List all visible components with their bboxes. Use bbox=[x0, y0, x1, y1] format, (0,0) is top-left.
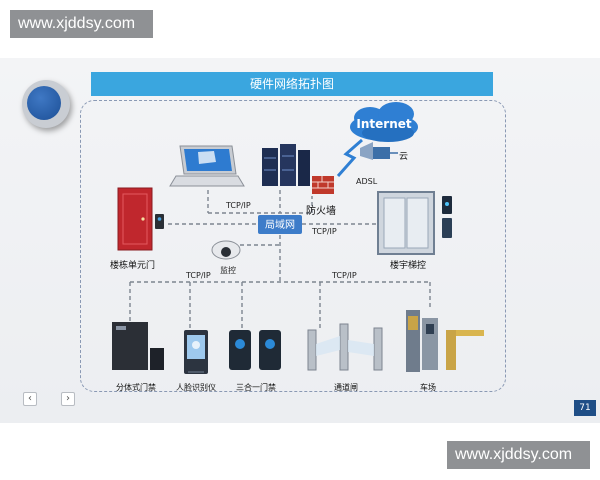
company-logo bbox=[22, 80, 72, 130]
link-label-right-bottom: TCP/IP bbox=[331, 271, 357, 280]
split-access-controller-icon bbox=[112, 322, 164, 370]
elevator-label: 楼宇梯控 bbox=[390, 259, 426, 271]
link-label-top: TCP/IP bbox=[225, 201, 251, 210]
watermark-bottom: www.xjddsy.com bbox=[447, 441, 590, 469]
firewall-icon bbox=[312, 176, 334, 194]
previous-slide-button[interactable]: ‹ bbox=[23, 392, 37, 406]
slide-title: 硬件网络拓扑图 bbox=[91, 72, 493, 96]
parking-barrier-icon bbox=[406, 310, 484, 372]
page-number-badge: 71 bbox=[574, 400, 596, 416]
cloud-label: Internet bbox=[356, 117, 411, 131]
building-door-icon bbox=[117, 187, 164, 251]
cloud-caption: 云 bbox=[399, 152, 408, 162]
device-label-split-access: 分体式门禁 bbox=[116, 382, 156, 392]
next-slide-button[interactable]: › bbox=[61, 392, 75, 406]
passage-gate-icon bbox=[307, 323, 383, 371]
satellite-dish-icon bbox=[360, 142, 398, 160]
device-label-passage-gate: 通道闸 bbox=[334, 382, 358, 392]
elevator-icon bbox=[377, 191, 452, 255]
diagram-frame bbox=[80, 100, 506, 392]
monitor-label: 监控 bbox=[220, 265, 236, 275]
watermark-top: www.xjddsy.com bbox=[10, 10, 153, 38]
slide-background bbox=[0, 58, 600, 423]
connection-lines bbox=[129, 190, 431, 330]
lan-label: 局域网 bbox=[265, 218, 295, 231]
firewall-label: 防火墙 bbox=[306, 204, 336, 217]
server-icon bbox=[262, 144, 310, 186]
link-label-left-bottom: TCP/IP bbox=[185, 271, 211, 280]
adsl-lightning-icon bbox=[336, 138, 363, 177]
building-door-label: 楼栋单元门 bbox=[110, 259, 155, 271]
internet-cloud-icon bbox=[350, 102, 418, 142]
laptop-icon bbox=[169, 145, 245, 187]
camera-icon bbox=[211, 240, 241, 260]
device-label-three-in-one: 三合一门禁 bbox=[236, 382, 276, 392]
lan-box bbox=[258, 215, 302, 234]
adsl-label: ADSL bbox=[356, 177, 378, 186]
face-recognition-device-icon bbox=[184, 330, 208, 374]
link-label-right: TCP/IP bbox=[311, 227, 337, 236]
device-label-parking: 车场 bbox=[420, 382, 436, 392]
three-in-one-access-icon bbox=[229, 330, 281, 370]
device-label-face-recognition: 人脸识别仪 bbox=[176, 382, 216, 392]
